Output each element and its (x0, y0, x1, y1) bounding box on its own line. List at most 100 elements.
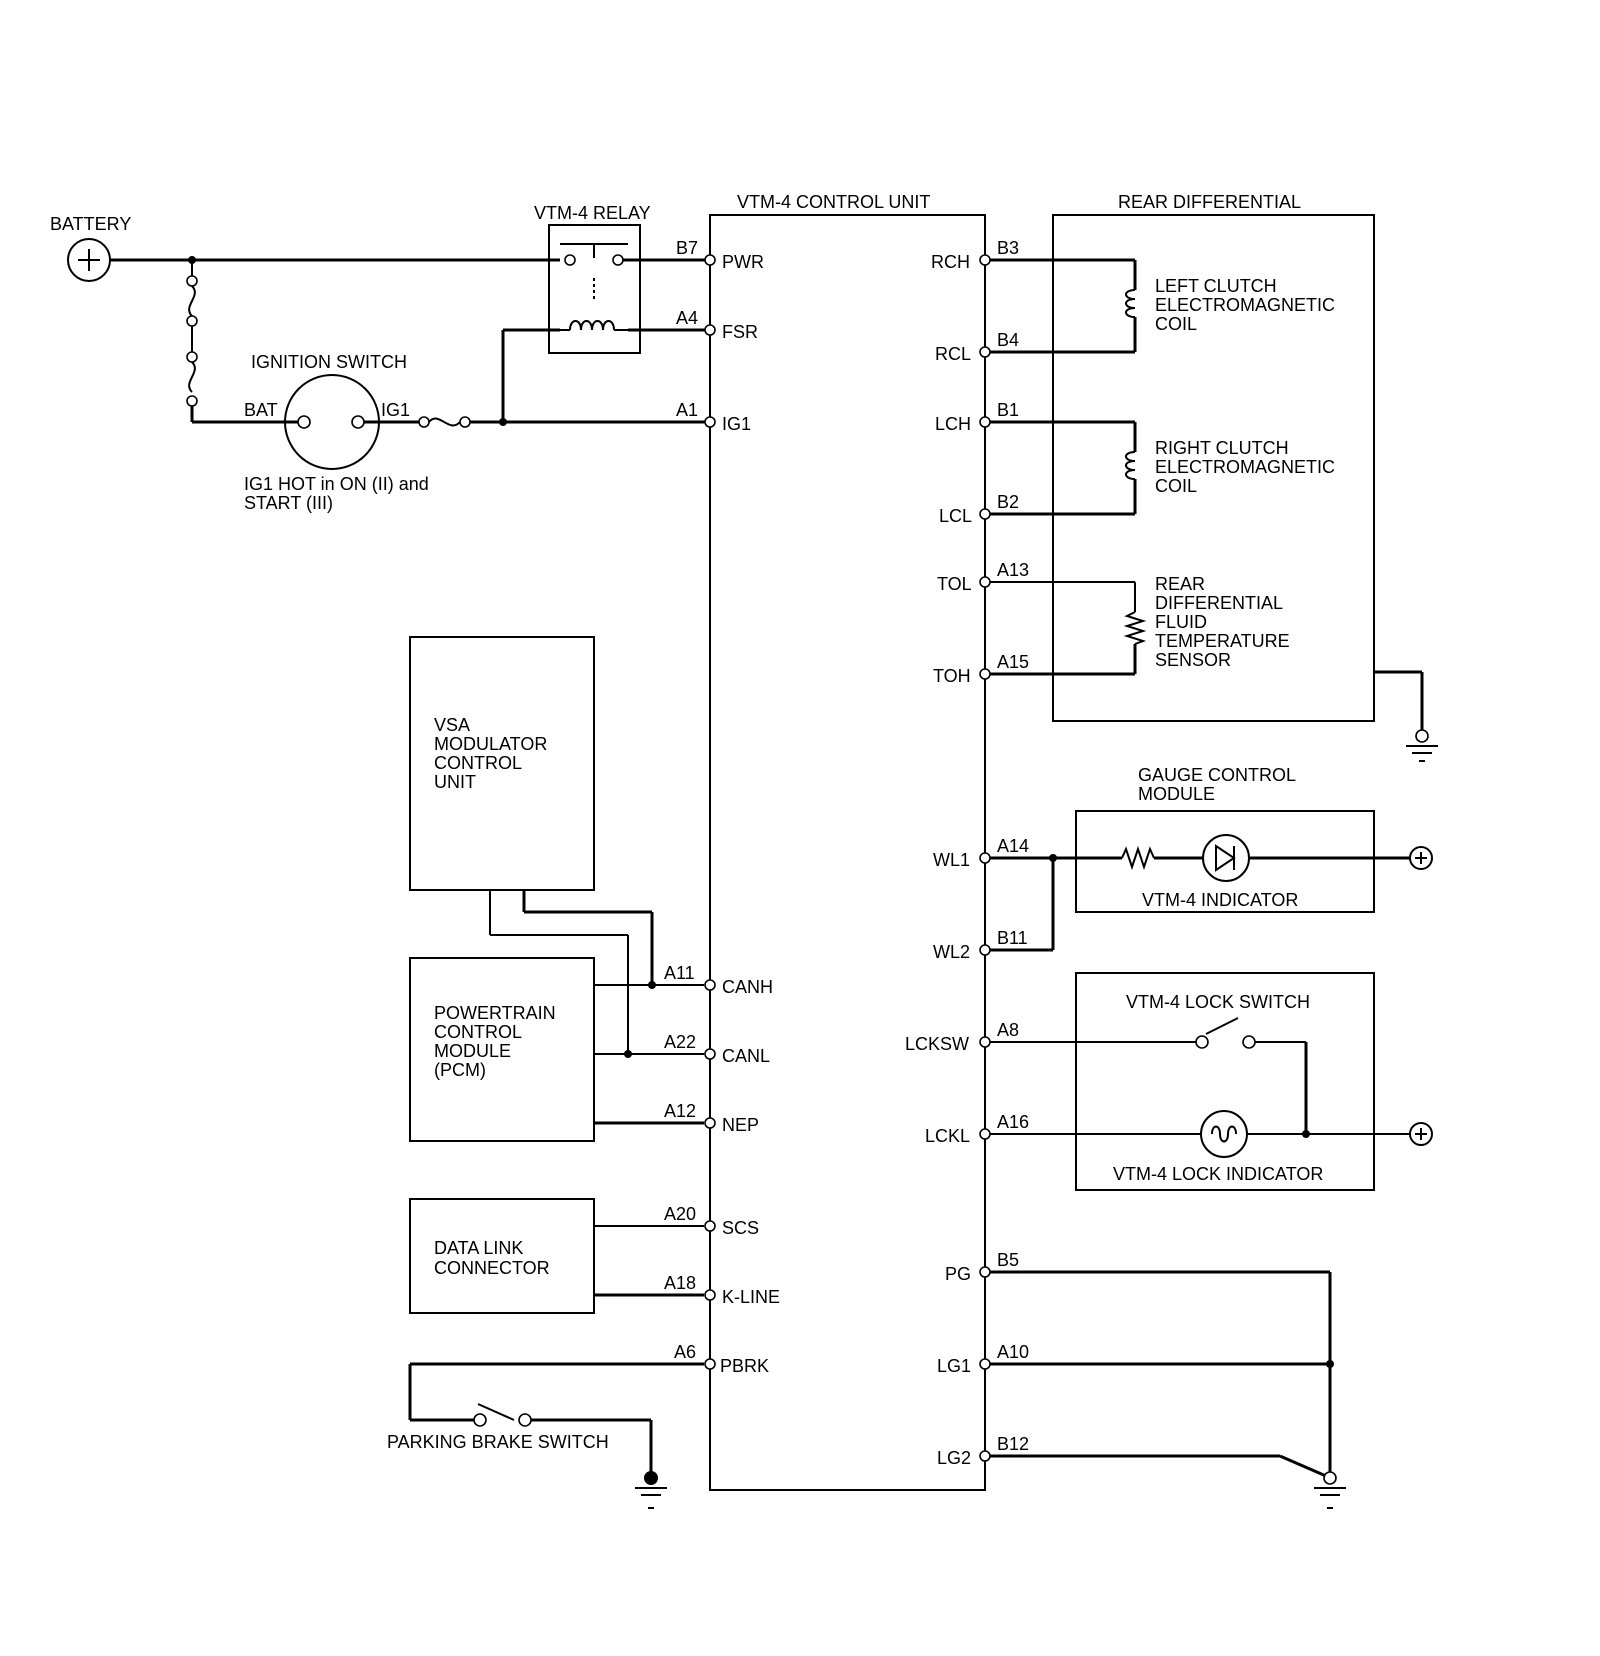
pin-a8: A8 (997, 1020, 1019, 1040)
pin-pbrk: PBRK (720, 1356, 769, 1376)
pin-b2: B2 (997, 492, 1019, 512)
pin-lcl: LCL (939, 506, 972, 526)
ground-icon-right (1314, 1471, 1346, 1509)
pin-toh: TOH (933, 666, 971, 686)
vsa-line4: UNIT (434, 772, 476, 792)
pin-tol: TOL (937, 574, 972, 594)
rear-diff-label: REAR DIFFERENTIAL (1118, 192, 1301, 212)
left-pins (704, 254, 716, 1370)
right-coil-line1: RIGHT CLUTCH (1155, 438, 1289, 458)
pin-b12: B12 (997, 1434, 1029, 1454)
pin-b5: B5 (997, 1250, 1019, 1270)
pin-lcksw: LCKSW (905, 1034, 969, 1054)
pin-b3: B3 (997, 238, 1019, 258)
battery-label: BATTERY (50, 214, 131, 234)
pin-ig1: IG1 (722, 414, 751, 434)
lock-switch-icon (1195, 1017, 1256, 1049)
lock-box (1075, 972, 1375, 1191)
pin-b7: B7 (676, 238, 698, 258)
pin-lg2: LG2 (937, 1448, 971, 1468)
pin-a15: A15 (997, 652, 1029, 672)
ground-icon-left (635, 1471, 667, 1509)
left-coil-line2: ELECTROMAGNETIC (1155, 295, 1335, 315)
vsa-line3: CONTROL (434, 753, 522, 773)
lock-indicator-label: VTM-4 LOCK INDICATOR (1113, 1164, 1323, 1184)
relay-symbol (548, 224, 641, 354)
rear-diff-box (1052, 214, 1375, 722)
pin-nep: NEP (722, 1115, 759, 1135)
pin-b4: B4 (997, 330, 1019, 350)
pin-lch: LCH (935, 414, 971, 434)
control-unit-label: VTM-4 CONTROL UNIT (737, 192, 930, 212)
pin-pg: PG (945, 1264, 971, 1284)
right-coil-line3: COIL (1155, 476, 1197, 496)
gauge-label-line2: MODULE (1138, 784, 1215, 804)
pcm-line4: (PCM) (434, 1060, 486, 1080)
pin-a11: A11 (664, 963, 695, 983)
gauge-label-line1: GAUGE CONTROL (1138, 765, 1296, 785)
gauge-box (1075, 810, 1375, 913)
vtm4-indicator-label: VTM-4 INDICATOR (1142, 890, 1298, 910)
vsa-line1: VSA (434, 715, 470, 735)
pin-wl2: WL2 (933, 942, 970, 962)
bat-label: BAT (244, 400, 278, 420)
pin-a22: A22 (664, 1032, 696, 1052)
pcm-line1: POWERTRAIN (434, 1003, 556, 1023)
temp-line3: FLUID (1155, 612, 1207, 632)
plus-terminal-icon (1409, 846, 1433, 870)
pin-scs: SCS (722, 1218, 759, 1238)
relay-label: VTM-4 RELAY (534, 203, 651, 223)
left-coil-line3: COIL (1155, 314, 1197, 334)
lock-indicator-bulb-icon (1200, 1110, 1248, 1158)
pin-rch: RCH (931, 252, 970, 272)
pin-canl: CANL (722, 1046, 770, 1066)
pin-a16: A16 (997, 1112, 1029, 1132)
temp-line5: SENSOR (1155, 650, 1231, 670)
dlc-box (409, 1198, 595, 1314)
pin-a14: A14 (997, 836, 1029, 856)
pin-b11: B11 (997, 928, 1028, 948)
pin-b1: B1 (997, 400, 1019, 420)
pin-a1: A1 (676, 400, 698, 420)
vsa-box (409, 636, 595, 891)
pin-lckl: LCKL (925, 1126, 970, 1146)
temp-line2: DIFFERENTIAL (1155, 593, 1283, 613)
vsa-line2: MODULATOR (434, 734, 547, 754)
ig1-note-line2: START (III) (244, 493, 333, 513)
pcm-line3: MODULE (434, 1041, 511, 1061)
temp-line1: REAR (1155, 574, 1205, 594)
ig1-note-line1: IG1 HOT in ON (II) and (244, 474, 429, 494)
pcm-line2: CONTROL (434, 1022, 522, 1042)
ignition-switch-label: IGNITION SWITCH (251, 352, 407, 372)
pin-wl1: WL1 (933, 850, 970, 870)
parking-brake-label: PARKING BRAKE SWITCH (387, 1432, 609, 1452)
temp-line4: TEMPERATURE (1155, 631, 1290, 651)
pin-a6: A6 (674, 1342, 696, 1362)
resistor-icon (1121, 845, 1155, 871)
right-coil-line2: ELECTROMAGNETIC (1155, 457, 1335, 477)
pin-k-line: K-LINE (722, 1287, 780, 1307)
pin-a18: A18 (664, 1273, 696, 1293)
pin-canh: CANH (722, 977, 773, 997)
ig1-terminal-label: IG1 (381, 400, 410, 420)
plus-terminal-icon-2 (1409, 1122, 1433, 1146)
pin-fsr: FSR (722, 322, 758, 342)
pin-a12: A12 (664, 1101, 696, 1121)
pin-a20: A20 (664, 1204, 696, 1224)
parking-brake-switch-icon (473, 1403, 532, 1427)
ground-icon-rear-diff (1406, 729, 1438, 762)
dlc-line2: CONNECTOR (434, 1258, 550, 1278)
pin-rcl: RCL (935, 344, 971, 364)
dlc-line1: DATA LINK (434, 1238, 523, 1258)
lock-switch-label: VTM-4 LOCK SWITCH (1126, 992, 1310, 1012)
fuse-ig1 (418, 416, 471, 428)
pin-pwr: PWR (722, 252, 764, 272)
pin-a13: A13 (997, 560, 1029, 580)
fuse-vertical (186, 260, 198, 407)
pcm-box (409, 957, 595, 1142)
pin-a4: A4 (676, 308, 698, 328)
pin-a10: A10 (997, 1342, 1029, 1362)
vtm4-indicator-icon (1202, 834, 1250, 882)
battery-symbol (67, 238, 111, 282)
